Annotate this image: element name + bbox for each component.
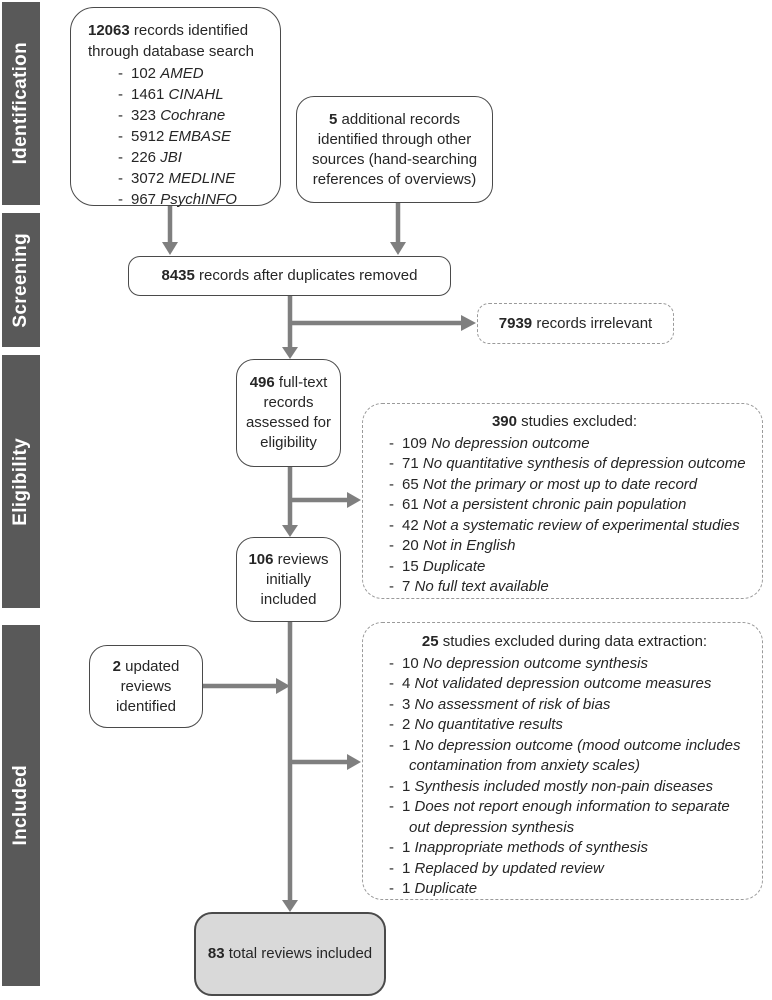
stage-label-eligibility: Eligibility bbox=[10, 437, 31, 526]
fulltext-count: 496 bbox=[249, 374, 275, 391]
excluded-eligibility-title: 390 studies excluded: bbox=[491, 413, 638, 430]
list-item: 5912 EMBASE bbox=[88, 126, 266, 147]
duplicates-removed-text: 8435 records after duplicates removed bbox=[161, 267, 418, 284]
arrowhead-into-total bbox=[282, 900, 298, 912]
arrowhead-into-excluded390 bbox=[347, 492, 361, 508]
arrowhead-down-right bbox=[390, 242, 406, 255]
box-records-irrelevant: 7939 records irrelevant bbox=[477, 303, 674, 344]
database-source-list: 102 AMED 1461 CINAHL 323 Cochrane 5912 E… bbox=[88, 63, 266, 210]
arrowhead-updated-into-spine bbox=[276, 678, 290, 694]
list-item: 967 PsychINFO bbox=[88, 189, 266, 210]
stage-bar-included: Included bbox=[2, 625, 40, 986]
updated-count: 2 bbox=[112, 657, 121, 675]
stage-label-screening: Screening bbox=[10, 232, 31, 328]
list-item: 1 Inappropriate methods of synthesis bbox=[377, 838, 752, 859]
irrelevant-count: 7939 bbox=[498, 314, 533, 332]
box-fulltext-assessed: 496 full-text records assessed for eligi… bbox=[236, 359, 341, 467]
list-item: 1 Duplicate bbox=[377, 879, 752, 900]
additional-count: 5 bbox=[329, 110, 338, 128]
list-item: 42 Not a systematic review of experiment… bbox=[377, 516, 752, 537]
list-item: 61 Not a persistent chronic pain populat… bbox=[377, 495, 752, 516]
records-irrelevant-text: 7939 records irrelevant bbox=[498, 314, 653, 332]
fulltext-assessed-text: 496 full-text records assessed for eligi… bbox=[245, 374, 332, 451]
list-item: 20 Not in English bbox=[377, 536, 752, 557]
box-updated-reviews: 2 updated reviews identified bbox=[89, 645, 203, 728]
duplicates-count: 8435 bbox=[161, 267, 195, 284]
list-item: 4 Not validated depression outcome measu… bbox=[377, 674, 752, 695]
box-additional-records: 5 additional records identified through … bbox=[296, 96, 493, 203]
initially-count: 106 bbox=[248, 550, 274, 568]
list-item: 15 Duplicate bbox=[377, 557, 752, 578]
stage-bar-identification: Identification bbox=[2, 2, 40, 205]
list-item: 3072 MEDLINE bbox=[88, 168, 266, 189]
list-item: 71 No quantitative synthesis of depressi… bbox=[377, 454, 752, 475]
stage-label-identification: Identification bbox=[10, 42, 31, 165]
list-item: 109 No depression outcome bbox=[377, 434, 752, 455]
updated-reviews-text: 2 updated reviews identified bbox=[112, 657, 180, 715]
box-excluded-extraction: 25 studies excluded during data extracti… bbox=[362, 622, 763, 900]
list-item: 2 No quantitative results bbox=[377, 715, 752, 736]
arrowhead-down-left bbox=[162, 242, 178, 255]
box-database-search: 12063 records identified through databas… bbox=[70, 7, 281, 208]
list-item: 65 Not the primary or most up to date re… bbox=[377, 475, 752, 496]
list-item: 7 No full text available bbox=[377, 577, 752, 598]
list-item: 1 No depression outcome (mood outcome in… bbox=[377, 736, 752, 777]
arrowhead-into-initially bbox=[282, 525, 298, 537]
list-item: 1461 CINAHL bbox=[88, 84, 266, 105]
database-search-text: 12063 records identified through databas… bbox=[88, 22, 254, 60]
box-initially-included: 106 reviews initially included bbox=[236, 537, 341, 622]
list-item: 1 Replaced by updated review bbox=[377, 859, 752, 880]
list-item: 10 No depression outcome synthesis bbox=[377, 654, 752, 675]
arrowhead-into-irrelevant bbox=[461, 315, 476, 331]
database-count: 12063 bbox=[88, 22, 130, 39]
total-count: 83 bbox=[207, 945, 225, 962]
list-item: 226 JBI bbox=[88, 147, 266, 168]
excluded-extraction-title: 25 studies excluded during data extracti… bbox=[421, 633, 708, 650]
list-item: 323 Cochrane bbox=[88, 105, 266, 126]
additional-records-text: 5 additional records identified through … bbox=[311, 110, 478, 188]
stage-bar-screening: Screening bbox=[2, 213, 40, 347]
box-total-included: 83 total reviews included bbox=[194, 912, 386, 996]
total-included-text: 83 total reviews included bbox=[207, 945, 373, 962]
arrowhead-into-excluded25 bbox=[347, 754, 361, 770]
list-item: 102 AMED bbox=[88, 63, 266, 84]
arrowhead-into-fulltext bbox=[282, 347, 298, 359]
list-item: 1 Does not report enough information to … bbox=[377, 797, 752, 838]
initially-included-text: 106 reviews initially included bbox=[248, 550, 329, 608]
box-duplicates-removed: 8435 records after duplicates removed bbox=[128, 256, 451, 296]
box-excluded-eligibility: 390 studies excluded: 109 No depression … bbox=[362, 403, 763, 599]
list-item: 1 Synthesis included mostly non-pain dis… bbox=[377, 777, 752, 798]
list-item: 3 No assessment of risk of bias bbox=[377, 695, 752, 716]
stage-label-included: Included bbox=[10, 765, 31, 846]
stage-bar-eligibility: Eligibility bbox=[2, 355, 40, 608]
